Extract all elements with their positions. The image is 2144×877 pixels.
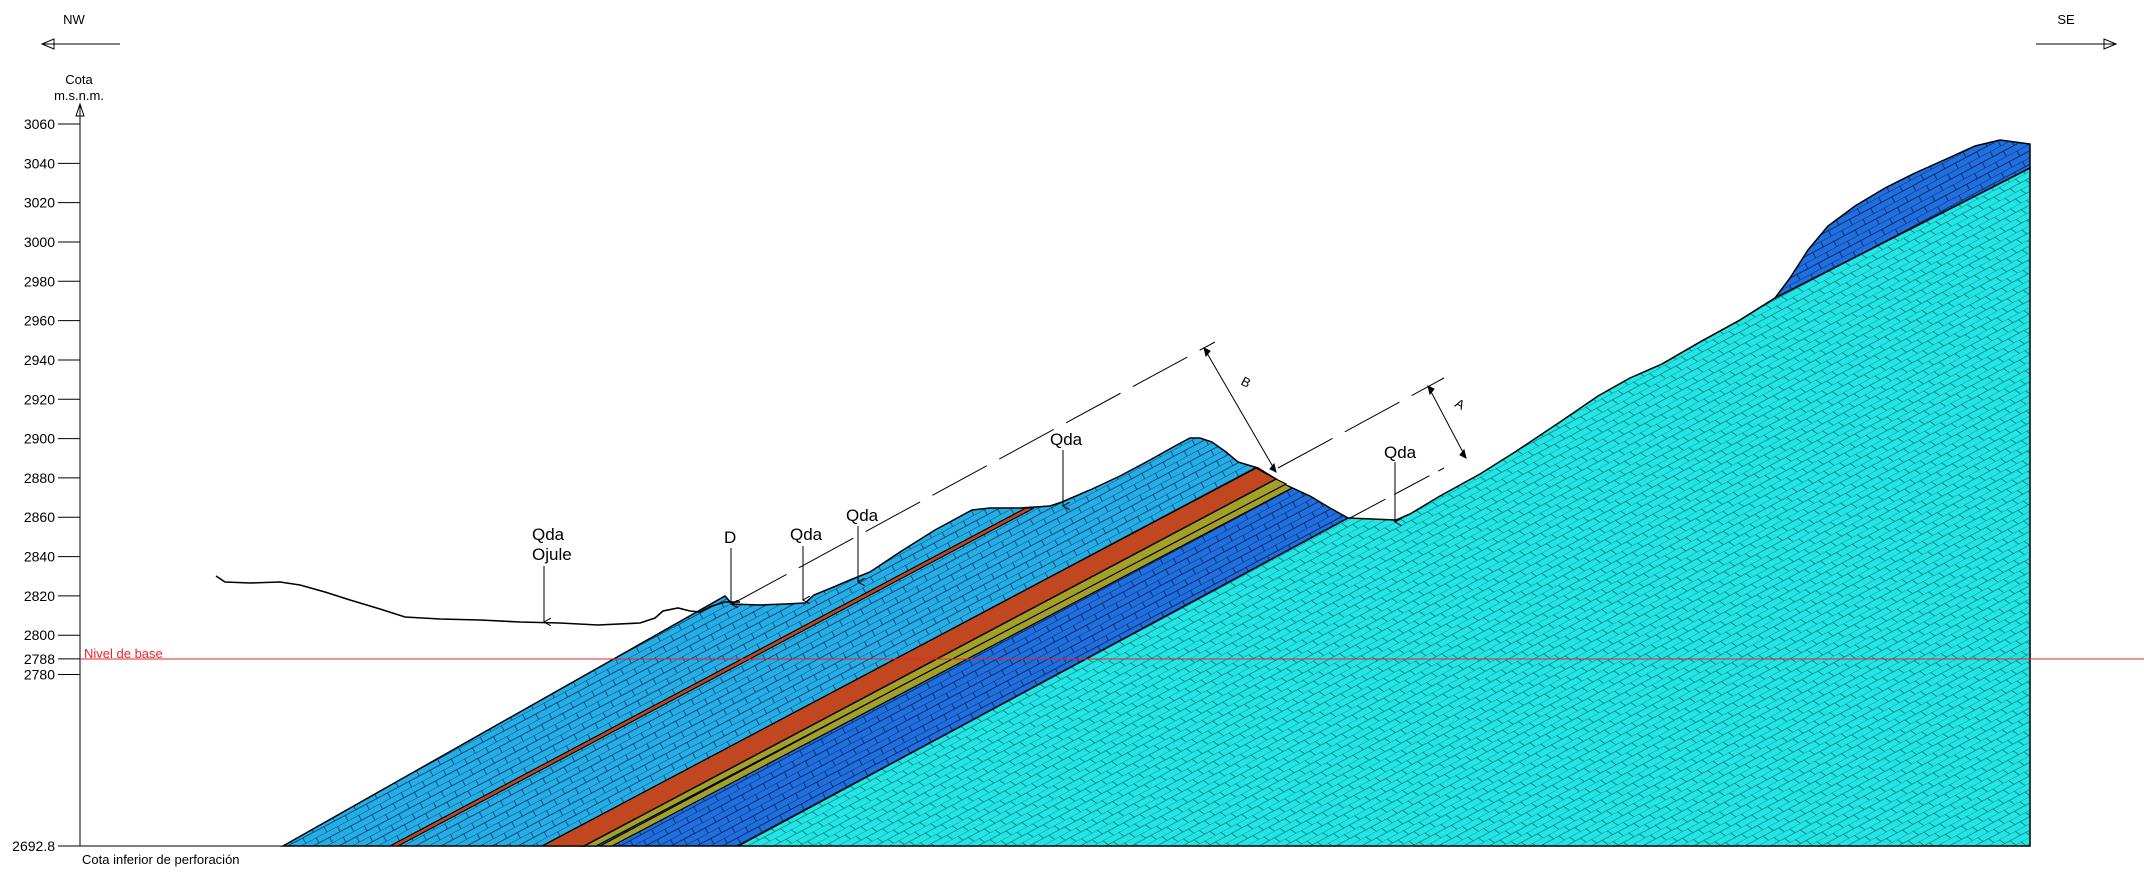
bottom-label: Cota inferior de perforación — [82, 852, 240, 867]
axis-tick-label: 2900 — [24, 431, 55, 447]
axis-tick-label: 2980 — [24, 273, 55, 289]
unit-dark-cap — [1661, 139, 2031, 365]
elevation-axis: Cota m.s.n.m. 3060 3040 3020 3000 2980 2960 29… — [12, 72, 104, 854]
axis-tick-label: 2692.8 — [12, 838, 55, 854]
dimension-b-label: B — [1239, 373, 1254, 390]
axis-tick-label: 3000 — [24, 234, 55, 250]
axis-tick-label: 2860 — [24, 509, 55, 525]
ground-surface-left — [215, 575, 740, 626]
direction-se: SE — [2036, 12, 2118, 50]
unit-red-bed-thin — [389, 507, 1035, 847]
dimension-a-label: A — [1453, 395, 1468, 412]
bottom-line: Cota inferior de perforación — [80, 845, 283, 867]
axis-tick-label: 2880 — [24, 470, 55, 486]
geologic-units — [215, 139, 2031, 847]
arrow-left-icon — [40, 38, 55, 50]
unit-cyan-limestone — [737, 166, 2031, 847]
annotations: Qda Ojule D Qda Qda Qda Qda — [532, 430, 1417, 622]
axis-tick-label: 3060 — [24, 116, 55, 132]
direction-nw-label: NW — [63, 12, 85, 27]
thickness-guides — [731, 341, 1467, 605]
label-qda-ojule-2: Ojule — [532, 545, 572, 564]
label-qda-2: Qda — [846, 506, 879, 525]
axis-title-line2: m.s.n.m. — [54, 88, 104, 103]
unit-red-bed-thick — [541, 467, 1278, 847]
base-level: Nivel de base — [80, 646, 2144, 661]
label-qda-1: Qda — [790, 525, 823, 544]
axis-tick-label: 3020 — [24, 195, 55, 211]
axis-tick-label: 2940 — [24, 352, 55, 368]
direction-se-label: SE — [2057, 12, 2075, 27]
axis-arrow-icon — [75, 102, 85, 117]
label-qda-ojule-1: Qda — [532, 525, 565, 544]
axis-tick-label: 2780 — [24, 667, 55, 683]
axis-tick-label: 2820 — [24, 588, 55, 604]
label-qda-3: Qda — [1050, 430, 1083, 449]
axis-tick-label: 2960 — [24, 313, 55, 329]
axis-tick-label: 2840 — [24, 549, 55, 565]
axis-tick-label: 3040 — [24, 155, 55, 171]
axis-tick-label: 2788 — [24, 651, 55, 667]
axis-tick-label: 2800 — [24, 627, 55, 643]
direction-nw: NW — [40, 12, 120, 50]
axis-ticks: 3060 3040 3020 3000 2980 2960 2940 2920 2900 2880… — [12, 116, 80, 854]
arrow-right-icon — [2103, 38, 2118, 50]
axis-title-line1: Cota — [65, 72, 93, 87]
label-d: D — [724, 528, 736, 547]
base-level-label: Nivel de base — [84, 646, 163, 661]
label-qda-4: Qda — [1384, 443, 1417, 462]
axis-tick-label: 2920 — [24, 391, 55, 407]
